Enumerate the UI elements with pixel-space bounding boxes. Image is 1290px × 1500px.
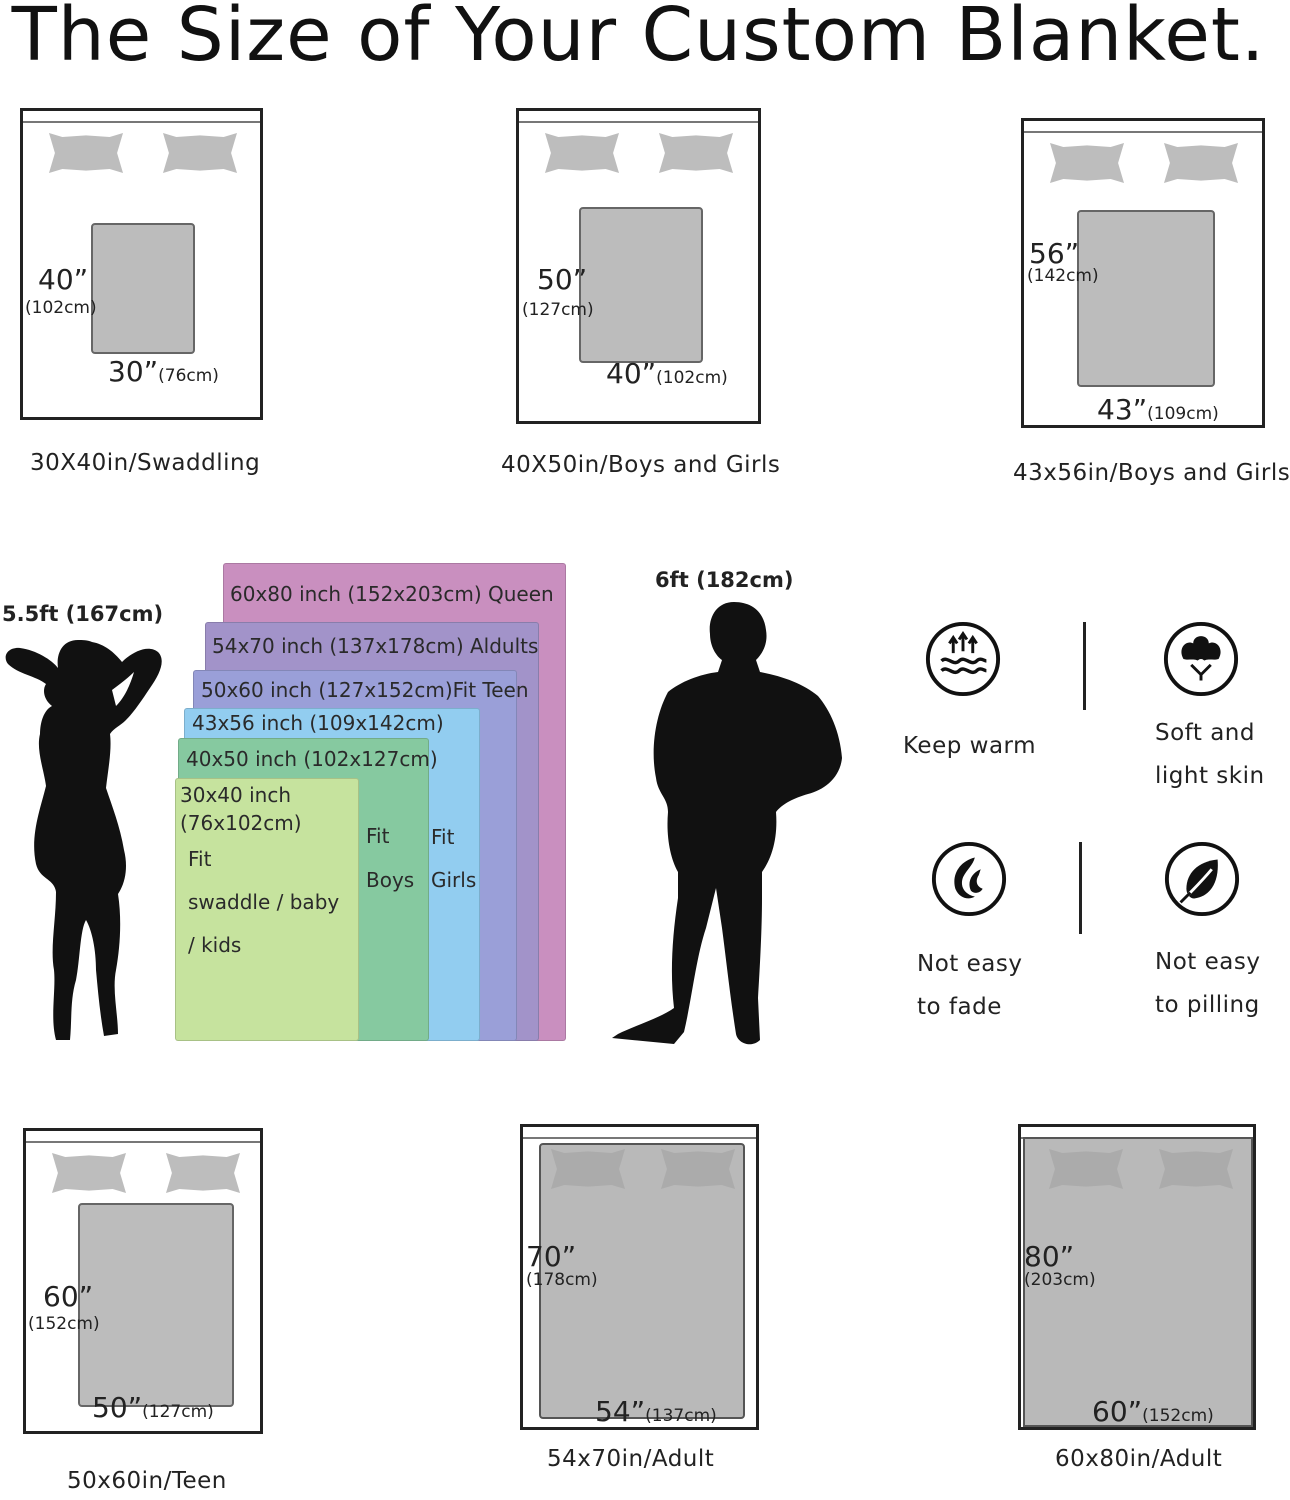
height-dimension: 50”: [537, 263, 588, 296]
height-dimension: 40”: [38, 263, 89, 296]
size-caption: 43x56in/Boys and Girls: [1013, 460, 1290, 486]
size-label-30x40-line4: swaddle / baby: [188, 890, 340, 914]
feather-swirl-icon: [931, 841, 1007, 917]
divider: [1083, 622, 1086, 710]
size-label-30x40-line5: / kids: [188, 933, 242, 957]
height-dimension-cm: (152cm): [28, 1314, 100, 1334]
man-silhouette-icon: [612, 602, 842, 1045]
fit-girls-line2: Girls: [431, 868, 477, 892]
woman-silhouette-icon: [5, 640, 162, 1040]
size-label-40x50: 40x50 inch (102x127cm): [186, 747, 438, 771]
height-dimension-cm: (102cm): [25, 298, 97, 318]
size-caption: 40X50in/Boys and Girls: [501, 452, 781, 478]
pillow: [52, 1153, 126, 1193]
size-rect-30x40: [175, 778, 359, 1041]
size-caption: 50x60in/Teen: [67, 1468, 227, 1494]
size-label-30x40-line3: Fit: [188, 847, 212, 871]
man-height-label: 6ft (182cm): [655, 568, 794, 592]
width-dimension: 50”(127cm): [92, 1391, 214, 1424]
page-title: The Size of Your Custom Blanket.: [11, 0, 1266, 78]
height-dimension-cm: (203cm): [1024, 1270, 1096, 1290]
fit-boys-line2: Boys: [366, 868, 415, 892]
blanket-shape: [1077, 210, 1215, 387]
keep-warm-icon: [925, 621, 1001, 697]
cotton-flower-icon: [1163, 621, 1239, 697]
blanket-shape: [539, 1143, 745, 1419]
bed-diagram-50x60: [23, 1128, 263, 1434]
bed-diagram-40x50: [516, 108, 761, 424]
size-caption: 54x70in/Adult: [547, 1446, 715, 1472]
height-dimension: 60”: [43, 1280, 94, 1313]
pillow: [545, 133, 619, 173]
size-label-teen: 50x60 inch (127x152cm)Fit Teen: [201, 678, 529, 702]
width-dimension: 30”(76cm): [108, 355, 219, 388]
pillow: [49, 133, 123, 173]
pillow: [1164, 143, 1238, 183]
blanket-shape: [579, 207, 703, 363]
size-label-43x56: 43x56 inch (109x142cm): [192, 711, 444, 735]
leaf-icon: [1164, 841, 1240, 917]
pillow: [163, 133, 237, 173]
pillow: [659, 133, 733, 173]
size-label-queen: 60x80 inch (152x203cm) Queen: [230, 582, 554, 606]
fit-girls-line1: Fit: [431, 825, 455, 849]
pillow: [661, 1149, 735, 1189]
height-dimension: 80”: [1024, 1240, 1075, 1273]
height-dimension: 56”: [1029, 237, 1080, 270]
pillow: [1050, 143, 1124, 183]
size-caption: 60x80in/Adult: [1055, 1446, 1223, 1472]
pillow: [166, 1153, 240, 1193]
fit-boys-line1: Fit: [366, 824, 390, 848]
width-dimension: 54”(137cm): [595, 1395, 717, 1428]
bed-diagram-30x40: [20, 108, 263, 420]
width-dimension: 43”(109cm): [1097, 393, 1219, 426]
pillow: [1049, 1149, 1123, 1189]
size-label-30x40-line2: (76x102cm): [180, 811, 302, 835]
height-dimension-cm: (127cm): [522, 300, 594, 320]
height-dimension: 70”: [526, 1240, 577, 1273]
divider: [1079, 842, 1082, 934]
height-dimension-cm: (142cm): [1027, 266, 1099, 286]
bed-diagram-60x80: [1018, 1124, 1256, 1430]
width-dimension: 40”(102cm): [606, 357, 728, 390]
blanket-shape: [78, 1203, 234, 1407]
width-dimension: 60”(152cm): [1092, 1395, 1214, 1428]
height-dimension-cm: (178cm): [526, 1270, 598, 1290]
size-label-30x40-line1: 30x40 inch: [180, 783, 291, 807]
bed-diagram-54x70: [520, 1124, 759, 1430]
woman-height-label: 5.5ft (167cm): [2, 602, 164, 626]
pillow: [1159, 1149, 1233, 1189]
pillow: [551, 1149, 625, 1189]
feature-text: Keep warm: [903, 733, 1037, 759]
size-label-adults: 54x70 inch (137x178cm) Aldults: [212, 634, 539, 658]
blanket-shape: [91, 223, 195, 354]
size-caption: 30X40in/Swaddling: [30, 450, 261, 476]
bed-diagram-43x56: [1021, 118, 1265, 428]
